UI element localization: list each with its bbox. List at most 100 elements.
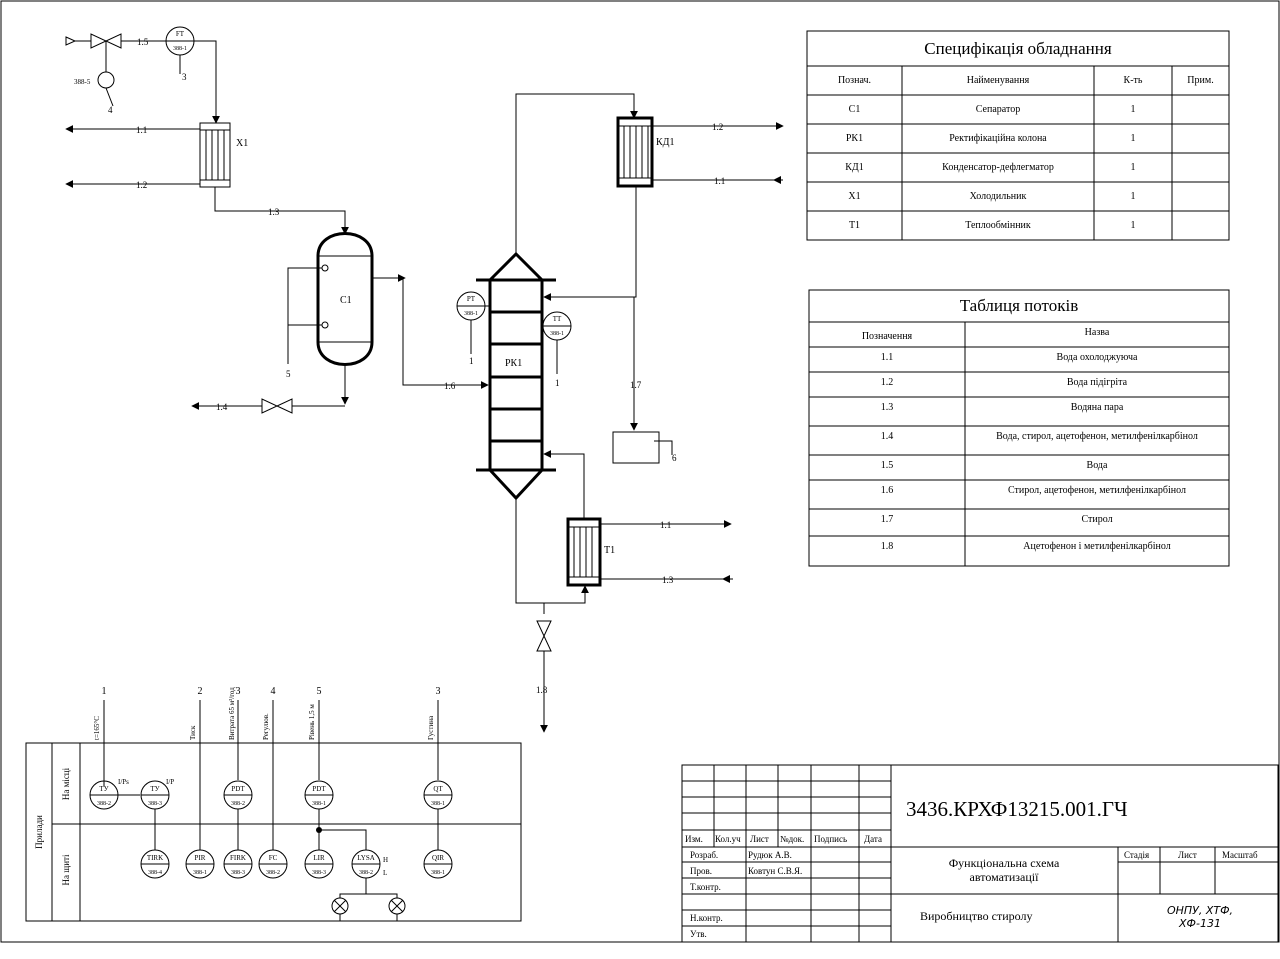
organization: ОНПУ, ХТФ, ХФ-131 (1166, 904, 1234, 930)
tb-role: Пров. (690, 866, 712, 876)
flow-cell: 1.4 (880, 430, 894, 442)
tb-role: Т.контр. (690, 882, 721, 892)
field-instrument: ТУ 388-3 (140, 780, 170, 810)
svg-text:QIR: QIR (432, 854, 444, 862)
spec-cell: Х1 (848, 191, 861, 202)
limit-label: L (383, 869, 387, 877)
panel-row-label: На місці (61, 767, 71, 800)
spec-header: Познач. (837, 75, 872, 86)
stream-label: 1.2 (712, 122, 723, 132)
stream-label: 1.7 (630, 380, 642, 390)
svg-text:388-3: 388-3 (231, 870, 245, 876)
stream-label: 1.2 (136, 180, 147, 190)
field-instrument: PDT 388-2 (223, 780, 253, 810)
stream-label: 1.6 (444, 381, 456, 391)
flow-cell: 1.7 (880, 513, 894, 525)
panel-row-label: На щиті (61, 854, 71, 885)
tb-header: Лист (750, 834, 769, 844)
svg-text:PDT: PDT (312, 785, 326, 793)
svg-text:LIR: LIR (313, 854, 325, 862)
flow-header: Позначення (861, 331, 913, 342)
loop-number: 3 (182, 72, 187, 82)
flow-cell: 1.6 (880, 484, 894, 496)
signal-label: I/Ps (118, 778, 129, 786)
flow-transmitter-ft: FT 388-1 3 (165, 26, 220, 124)
condenser-label: КД1 (656, 137, 675, 148)
svg-text:FIRK: FIRK (230, 854, 246, 862)
svg-text:388-1: 388-1 (193, 870, 207, 876)
param-label: Регулюв. (262, 713, 270, 740)
loop-number: 2 (198, 686, 203, 697)
svg-text:QT: QT (433, 785, 443, 793)
flow-cell: 1.8 (880, 540, 894, 552)
spec-cell: 1 (1130, 133, 1136, 144)
spec-cell: Сепаратор (975, 104, 1021, 115)
drawing-title: Функціональна схема автоматизації (948, 856, 1060, 884)
heat-exchanger-t1: Т1 1.1 1.3 (566, 517, 733, 587)
svg-text:388-1: 388-1 (431, 870, 445, 876)
svg-text:388-1: 388-1 (431, 801, 445, 807)
tb-name: Рудюк А.В. (748, 850, 792, 860)
tb-role: Утв. (690, 929, 707, 939)
spec-cell: Т1 (848, 220, 861, 231)
spec-cell: С1 (848, 104, 861, 115)
temperature-transmitter-tt: TT 388-1 1 (542, 311, 572, 388)
loop-number: 6 (672, 453, 677, 463)
svg-text:PDT: PDT (231, 785, 245, 793)
process-diagram: 388-5 4 1.5 FT 388-1 3 Х1 1.1 (65, 26, 784, 733)
heat-exchanger-label: Т1 (604, 545, 615, 556)
svg-text:388-2: 388-2 (266, 870, 280, 876)
flow-table-grid (808, 289, 1230, 567)
valve-actuator-icon (97, 71, 115, 89)
board-instrument: QIR 388-1 (423, 849, 453, 879)
spec-cell: 1 (1130, 220, 1136, 231)
doc-number: 3436.КРХФ13215.001.ГЧ (906, 797, 1128, 821)
flow-cell: Вода підігріта (1066, 376, 1128, 388)
param-label: Тиск (189, 725, 197, 740)
separator-c1: С1 5 1.6 1.4 (191, 232, 489, 414)
loop-number: 4 (108, 105, 113, 115)
loop-number: 1 (102, 686, 107, 697)
column-label: РК1 (505, 358, 522, 369)
drain-valve-icon (261, 398, 279, 414)
spec-cell: 1 (1130, 104, 1136, 115)
svg-text:388-2: 388-2 (97, 801, 111, 807)
tb-header: №док. (780, 834, 805, 844)
flow-cell: Стирол (1081, 513, 1113, 525)
equipment-spec-grid (806, 30, 1230, 241)
bottom-valve-icon (536, 620, 552, 638)
product-name: Виробництво стиролу (920, 909, 1033, 923)
alarm-lamp-icon (388, 897, 406, 921)
stage-header: Стадія (1124, 850, 1150, 860)
tb-role: Н.контр. (690, 913, 723, 923)
flow-cell: Вода, стирол, ацетофенон, метилфенілкарб… (996, 430, 1198, 442)
flow-cell: 1.2 (880, 376, 894, 388)
field-instrument: PDT 388-1 (304, 780, 334, 810)
svg-text:TIRK: TIRK (147, 854, 163, 862)
board-instrument: FC 388-2 (258, 849, 288, 879)
spec-cell: КД1 (845, 162, 864, 173)
spec-header: Прим. (1187, 75, 1214, 86)
svg-text:388-4: 388-4 (148, 870, 162, 876)
svg-text:388-2: 388-2 (231, 801, 245, 807)
flow-cell: Вода охолоджуюча (1056, 351, 1138, 363)
board-instrument: LIR 388-3 (304, 849, 334, 879)
stream-label: 1.1 (714, 176, 725, 186)
svg-text:388-1: 388-1 (312, 801, 326, 807)
flow-cell: Вода (1086, 459, 1108, 471)
tb-header: Подпись (814, 834, 848, 844)
loop-number: 1 (469, 356, 474, 366)
flow-cell: 1.3 (880, 401, 894, 413)
instrument-panel: Прилади На місці На щиті 1 2 3 4 5 3 t=1… (25, 686, 522, 922)
param-label: Густина (427, 715, 435, 740)
valve-tag: 388-5 (74, 78, 91, 86)
tb-role: Розраб. (690, 850, 719, 860)
svg-text:ТУ: ТУ (99, 785, 108, 793)
tb-header: Дата (864, 834, 882, 844)
pressure-transmitter-pt: PT 388-1 1 (456, 291, 490, 366)
spec-cell: Конденсатор-дефлегматор (942, 162, 1054, 173)
equipment-spec-title: Специфікація обладнання (924, 38, 1112, 58)
field-instrument: ТУ 388-2 (89, 780, 119, 810)
stream-label: 1.3 (662, 575, 674, 585)
